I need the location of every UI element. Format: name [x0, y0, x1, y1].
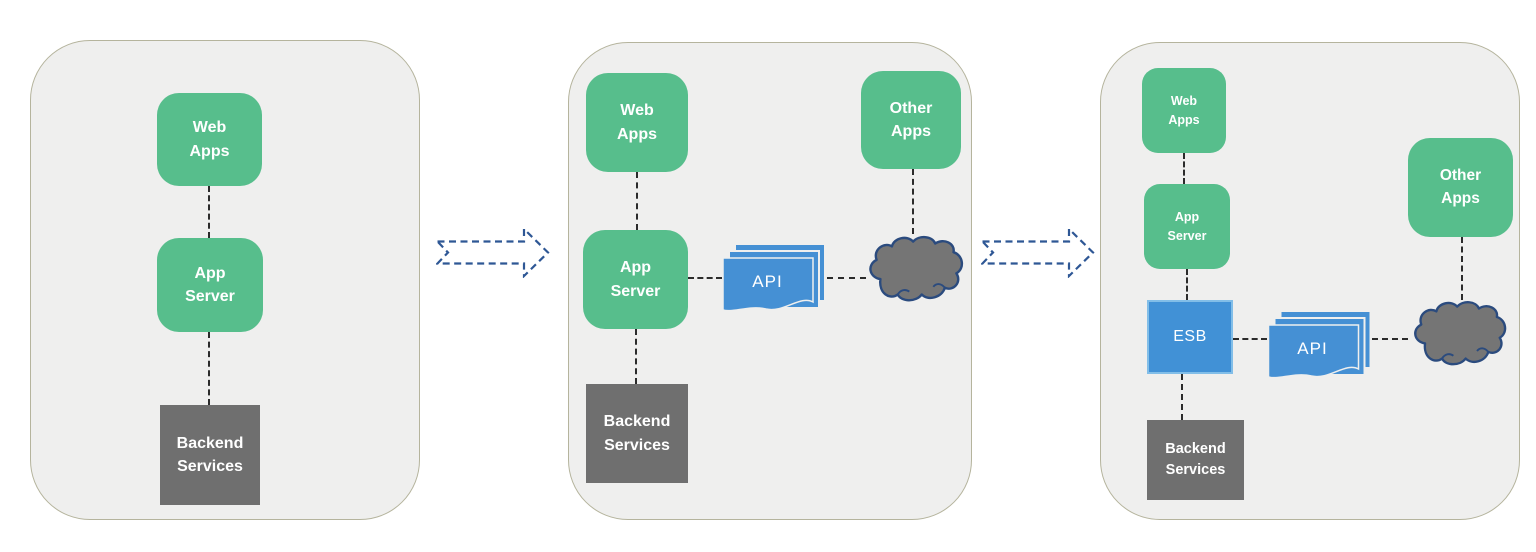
- connector-web-apps-to-app-server: [636, 172, 638, 230]
- api-documents-icon: API: [722, 243, 826, 315]
- node-web-apps: Web Apps: [1142, 68, 1226, 153]
- connector-app-server-to-backend: [208, 332, 210, 405]
- api-documents-icon: API: [1267, 310, 1372, 382]
- node-other-apps: Other Apps: [1408, 138, 1513, 237]
- node-esb: ESB: [1147, 300, 1233, 374]
- node-app-server: App Server: [583, 230, 688, 329]
- cloud-icon: [866, 234, 966, 305]
- connector-esb-to-backend: [1181, 374, 1183, 420]
- connector-web-apps-to-app-server: [1183, 153, 1185, 184]
- node-web-apps: Web Apps: [157, 93, 262, 186]
- cloud-icon: [1408, 300, 1512, 368]
- node-backend-services: Backend Services: [586, 384, 688, 483]
- connector-app-server-to-backend: [635, 329, 637, 384]
- api-label: API: [1297, 339, 1328, 358]
- transition-arrow-icon: [981, 227, 1095, 278]
- transition-arrow-icon: [436, 227, 550, 278]
- node-backend-services: Backend Services: [160, 405, 260, 505]
- connector-other-apps-to-cloud: [1461, 237, 1463, 300]
- connector-esb-to-api: [1233, 338, 1267, 340]
- node-other-apps: Other Apps: [861, 71, 961, 169]
- connector-api-to-cloud: [1372, 338, 1408, 340]
- node-web-apps: Web Apps: [586, 73, 688, 172]
- connector-api-to-cloud: [827, 277, 866, 279]
- api-label: API: [752, 272, 783, 291]
- node-app-server: App Server: [157, 238, 263, 332]
- connector-web-apps-to-app-server: [208, 186, 210, 238]
- connector-app-server-to-api: [688, 277, 722, 279]
- connector-app-server-to-esb: [1186, 269, 1188, 300]
- node-backend-services: Backend Services: [1147, 420, 1244, 500]
- connector-other-apps-to-cloud: [912, 169, 914, 234]
- node-app-server: App Server: [1144, 184, 1230, 269]
